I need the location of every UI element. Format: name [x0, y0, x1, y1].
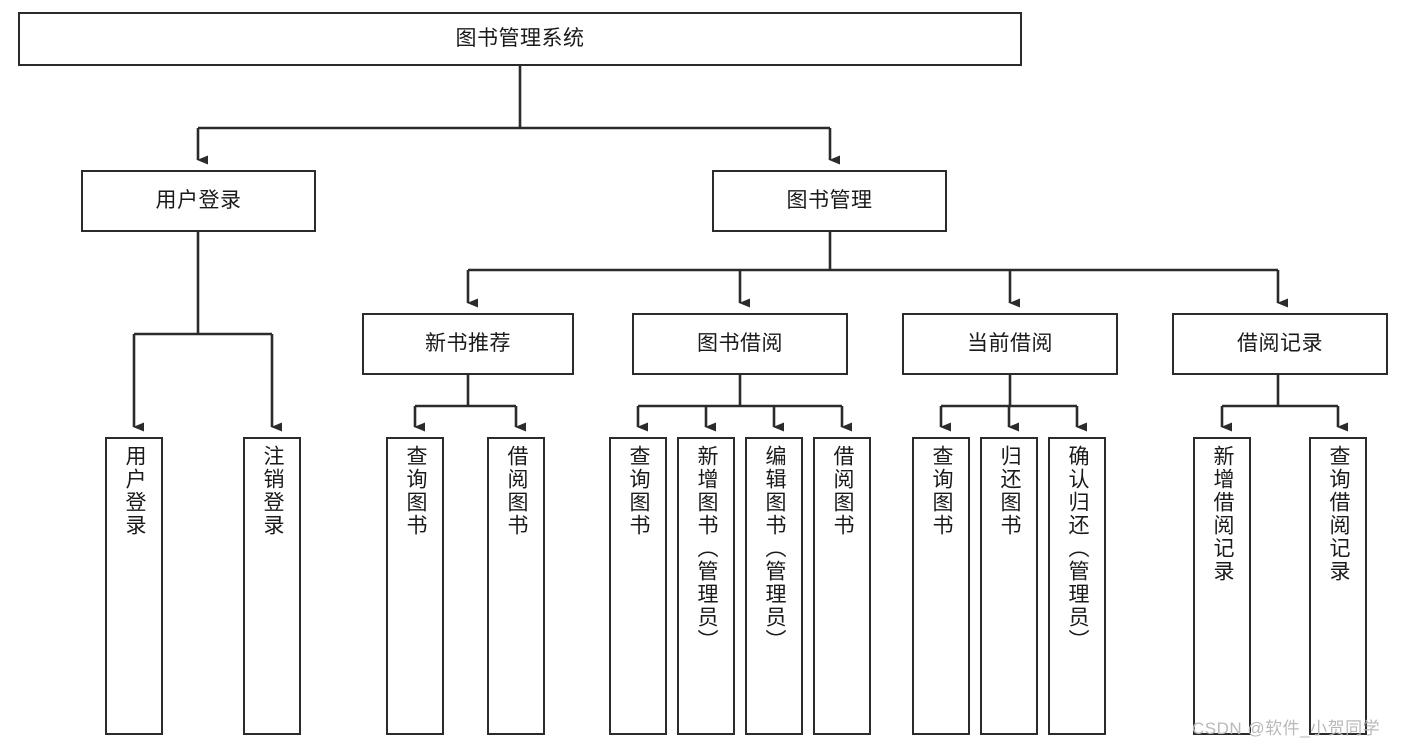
node-label: 图书借阅: [697, 331, 783, 355]
node-label: 借阅图书: [505, 445, 529, 537]
node-leaf-borrow-book-1[interactable]: 借阅图书: [487, 437, 545, 735]
node-new-book-recommend[interactable]: 新书推荐: [362, 313, 574, 375]
node-label: 确认归还（管理员）: [1066, 445, 1090, 652]
node-leaf-query-book-1[interactable]: 查询图书: [386, 437, 444, 735]
node-label: 新书推荐: [425, 331, 511, 355]
node-label: 图书管理: [786, 188, 873, 212]
node-leaf-confirm-return-admin[interactable]: 确认归还（管理员）: [1048, 437, 1106, 735]
node-label: 用户登录: [155, 188, 242, 212]
node-label: 图书管理系统: [455, 26, 585, 50]
node-label: 编辑图书（管理员）: [763, 445, 787, 652]
node-borrow-record[interactable]: 借阅记录: [1172, 313, 1388, 375]
node-label: 当前借阅: [967, 331, 1053, 355]
node-current-borrow[interactable]: 当前借阅: [902, 313, 1118, 375]
node-label: 查询图书: [627, 445, 651, 537]
node-label: 查询借阅记录: [1327, 445, 1351, 583]
node-leaf-user-login[interactable]: 用户登录: [105, 437, 163, 735]
node-leaf-add-book-admin[interactable]: 新增图书（管理员）: [677, 437, 735, 735]
node-leaf-borrow-book-2[interactable]: 借阅图书: [813, 437, 871, 735]
node-leaf-edit-book-admin[interactable]: 编辑图书（管理员）: [745, 437, 803, 735]
node-leaf-return-book[interactable]: 归还图书: [980, 437, 1038, 735]
node-book-borrow[interactable]: 图书借阅: [632, 313, 848, 375]
node-label: 新增借阅记录: [1211, 445, 1235, 583]
node-leaf-query-borrow-record[interactable]: 查询借阅记录: [1309, 437, 1367, 735]
node-user-login[interactable]: 用户登录: [81, 170, 316, 232]
node-label: 查询图书: [930, 445, 954, 537]
csdn-watermark: CSDN @软件_小贺同学: [1192, 719, 1381, 738]
node-leaf-query-book-3[interactable]: 查询图书: [912, 437, 970, 735]
node-label: 借阅记录: [1237, 331, 1323, 355]
node-label: 借阅图书: [831, 445, 855, 537]
node-label: 注销登录: [261, 445, 285, 537]
node-book-management[interactable]: 图书管理: [712, 170, 947, 232]
node-leaf-query-book-2[interactable]: 查询图书: [609, 437, 667, 735]
node-label: 用户登录: [123, 445, 147, 537]
node-label: 归还图书: [998, 445, 1022, 537]
node-leaf-add-borrow-record[interactable]: 新增借阅记录: [1193, 437, 1251, 735]
node-root[interactable]: 图书管理系统: [18, 12, 1022, 66]
node-label: 查询图书: [404, 445, 428, 537]
node-leaf-logout[interactable]: 注销登录: [243, 437, 301, 735]
node-label: 新增图书（管理员）: [695, 445, 719, 652]
